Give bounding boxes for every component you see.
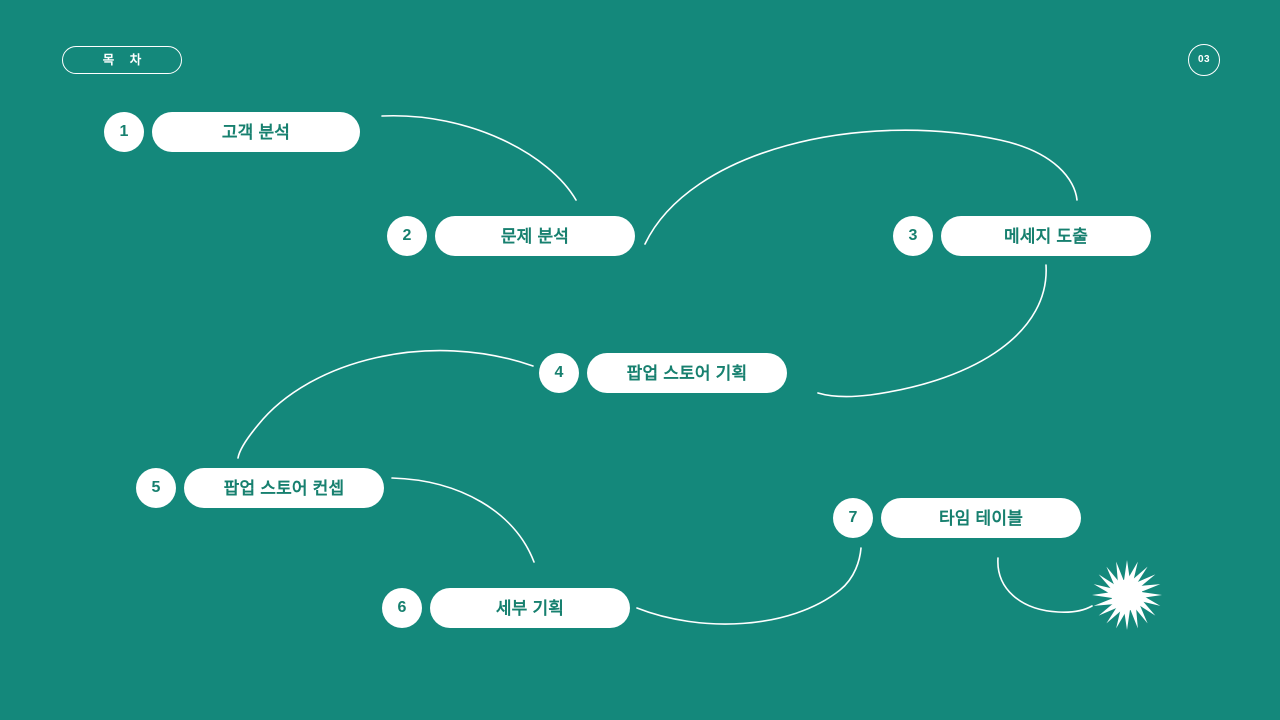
- flow-item-3-number-circle: 3: [893, 216, 933, 256]
- connector-4-to-5: [237, 349, 534, 459]
- flow-item-7-pill[interactable]: 타임 테이블: [881, 498, 1081, 538]
- flow-item-7-number-circle: 7: [833, 498, 873, 538]
- flow-item-1-label: 고객 분석: [221, 122, 291, 142]
- flow-item-4-pill[interactable]: 팝업 스토어 기획: [587, 353, 787, 393]
- flow-item-2-pill[interactable]: 문제 분석: [435, 216, 635, 256]
- page-number-label: 03: [1197, 54, 1211, 65]
- connector-7-to-star: [997, 557, 1093, 613]
- flow-item-6[interactable]: 6 세부 기획: [382, 588, 630, 628]
- flow-item-3[interactable]: 3 메세지 도출: [893, 216, 1151, 256]
- connector-5-to-6: [391, 477, 535, 563]
- flow-item-5-number-circle: 5: [136, 468, 176, 508]
- toc-title-badge: 목 차: [62, 46, 182, 74]
- flow-item-7-number: 7: [848, 509, 858, 526]
- flow-item-6-label: 세부 기획: [495, 598, 565, 618]
- connector-3-to-4: [817, 264, 1047, 398]
- flow-item-6-number: 6: [397, 599, 407, 616]
- flow-item-3-pill[interactable]: 메세지 도출: [941, 216, 1151, 256]
- connector-6-to-7: [636, 547, 862, 625]
- page-number-badge: 03: [1188, 44, 1220, 76]
- flow-item-4-number: 4: [554, 364, 564, 381]
- starburst-icon: [1092, 560, 1162, 630]
- flow-item-7[interactable]: 7 타임 테이블: [833, 498, 1081, 538]
- toc-title-label: 목 차: [102, 52, 148, 67]
- flow-item-5-pill[interactable]: 팝업 스토어 컨셉: [184, 468, 384, 508]
- flow-item-5-label: 팝업 스토어 컨셉: [223, 478, 345, 498]
- flow-item-4-number-circle: 4: [539, 353, 579, 393]
- flow-item-4-label: 팝업 스토어 기획: [626, 363, 748, 383]
- flow-item-5[interactable]: 5 팝업 스토어 컨셉: [136, 468, 384, 508]
- flow-item-4[interactable]: 4 팝업 스토어 기획: [539, 353, 787, 393]
- flow-item-3-label: 메세지 도출: [1003, 226, 1089, 246]
- flow-item-2-number: 2: [402, 227, 412, 244]
- flow-item-3-number: 3: [908, 227, 918, 244]
- flow-item-1-number: 1: [119, 123, 129, 140]
- flow-item-2-label: 문제 분석: [500, 226, 570, 246]
- flow-item-1-pill[interactable]: 고객 분석: [152, 112, 360, 152]
- flow-item-7-label: 타임 테이블: [938, 508, 1024, 528]
- flow-item-1[interactable]: 1 고객 분석: [104, 112, 360, 152]
- flow-item-6-number-circle: 6: [382, 588, 422, 628]
- flow-item-6-pill[interactable]: 세부 기획: [430, 588, 630, 628]
- flow-item-2[interactable]: 2 문제 분석: [387, 216, 635, 256]
- flow-item-1-number-circle: 1: [104, 112, 144, 152]
- flow-item-5-number: 5: [151, 479, 161, 496]
- connector-1-to-2: [381, 114, 577, 201]
- flow-item-2-number-circle: 2: [387, 216, 427, 256]
